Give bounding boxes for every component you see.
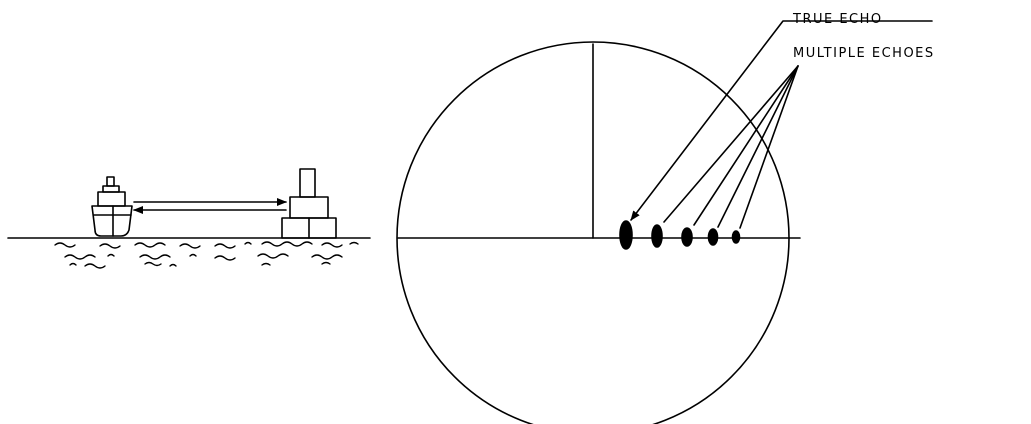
own-ship: [92, 177, 132, 236]
multiple-echo-blip-2: [682, 228, 692, 246]
multiple-echoes-label: MULTIPLE ECHOES: [793, 46, 935, 61]
reflecting-structure: [282, 169, 336, 238]
multiple-echo-blip-3: [709, 229, 718, 245]
multiple-echo-blip-4: [733, 231, 740, 243]
true-echo-blip: [620, 221, 632, 249]
multiple-echo-blip-1: [652, 225, 662, 247]
true-echo-label: TRUE ECHO: [793, 12, 883, 27]
sea-waves: [55, 242, 358, 268]
